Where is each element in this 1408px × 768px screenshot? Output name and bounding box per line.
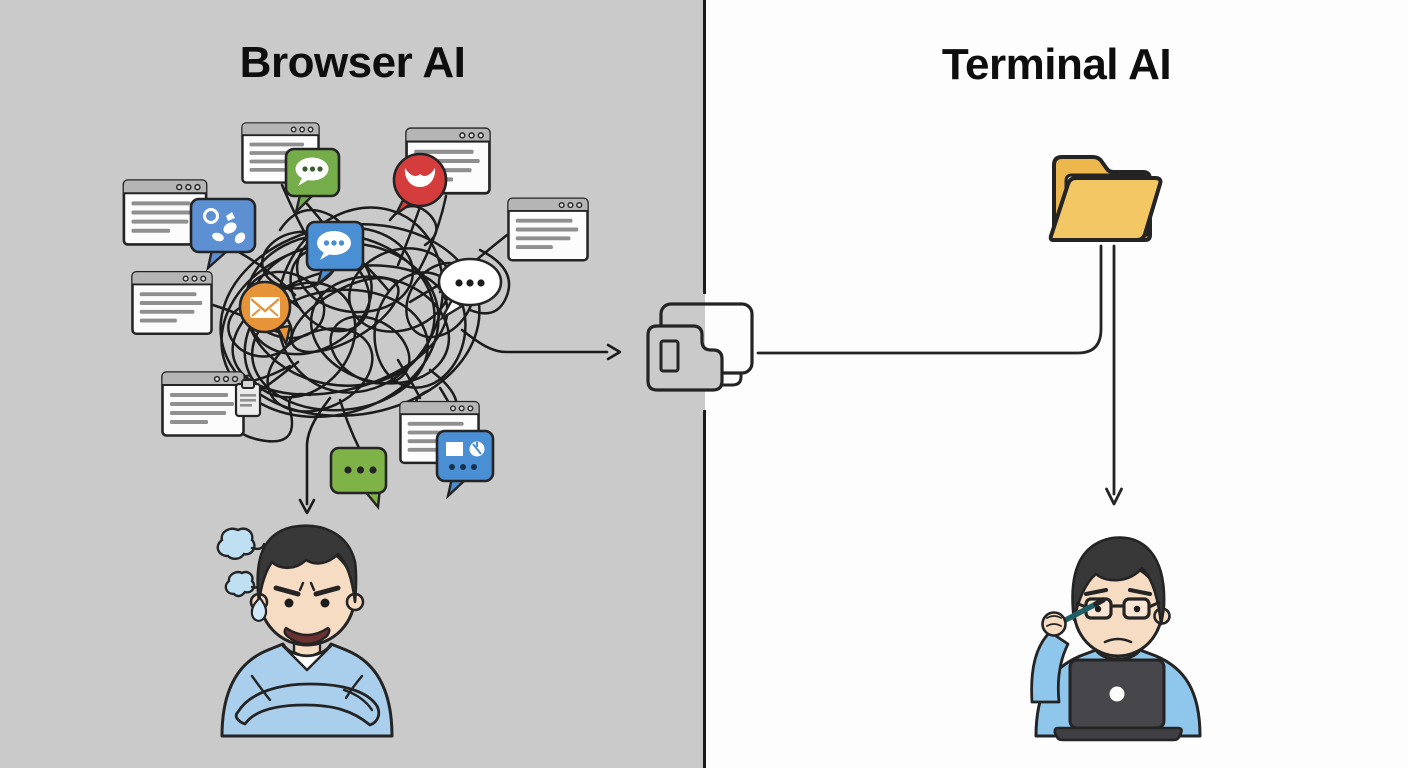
sweat-drop (250, 596, 268, 622)
blue-widgets-bubble (435, 429, 495, 500)
document-icon (234, 374, 262, 418)
red-mail-bubble (392, 152, 448, 215)
folder-icon (1048, 155, 1163, 242)
browser-window (507, 197, 589, 262)
blue-extensions-bubble (189, 197, 257, 272)
glasses-icon (1075, 597, 1161, 620)
down-arrow (298, 396, 332, 515)
green-chat-bubble (284, 147, 341, 216)
steam-puffs (216, 527, 266, 598)
focused-user (1030, 536, 1202, 742)
green-ellipsis-bubble (329, 446, 388, 510)
browser-window (131, 270, 213, 336)
browser-window (161, 371, 245, 437)
browser-ai-panel (0, 0, 705, 768)
blue-chat-bubble (305, 220, 365, 288)
right-arrow (460, 328, 622, 361)
frustrated-user (216, 524, 394, 738)
ellipsis-bubble (437, 257, 503, 322)
flow-line (756, 244, 1103, 355)
flow-arrow (1105, 244, 1123, 506)
browser-ai-title: Browser AI (239, 38, 466, 87)
orange-mail-bubble (238, 280, 292, 348)
terminal-ai-title: Terminal AI (941, 40, 1172, 89)
file-transfer-icon (646, 302, 754, 392)
laptop (1053, 658, 1183, 742)
